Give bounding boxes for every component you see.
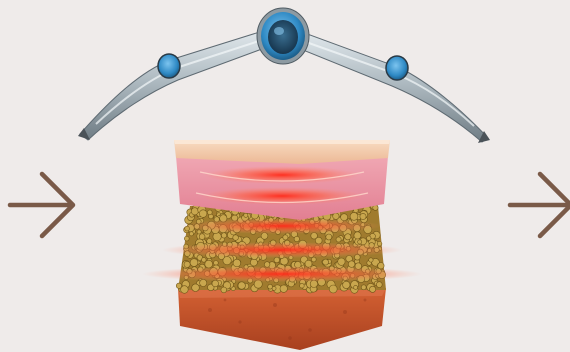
fat-cell: [370, 286, 376, 292]
applicator-device: [78, 8, 490, 143]
fat-cell: [189, 232, 193, 236]
arrow-right-icon: [510, 174, 570, 236]
fat-cell: [369, 258, 373, 262]
fat-cell: [221, 233, 226, 238]
fat-cell: [283, 235, 288, 240]
fat-cell: [233, 235, 239, 241]
fat-cell: [294, 236, 299, 241]
fat-cell: [238, 282, 245, 289]
fat-cell: [192, 284, 200, 292]
fat-cell: [329, 285, 337, 293]
fat-cell: [233, 259, 241, 267]
fat-cell: [338, 258, 345, 265]
fat-cell: [360, 213, 366, 219]
fat-cell: [311, 257, 316, 262]
fat-cell: [354, 232, 361, 239]
muscle-layer: [178, 288, 386, 350]
fat-cell: [212, 280, 219, 287]
fat-cell: [300, 283, 305, 288]
fat-cell: [333, 213, 339, 219]
fat-cell: [280, 285, 287, 292]
fat-cell: [367, 236, 371, 240]
fat-cell: [354, 285, 358, 289]
fat-cell: [326, 234, 332, 240]
fat-cell: [207, 210, 212, 215]
fat-cell: [378, 263, 384, 269]
fat-cell: [376, 282, 382, 288]
fat-cell: [348, 261, 355, 268]
fat-cell: [191, 208, 198, 215]
fat-cell: [350, 213, 358, 221]
fat-cell: [250, 259, 257, 266]
fat-cell: [214, 261, 219, 266]
fat-cell: [207, 239, 212, 244]
fat-cell: [268, 284, 273, 289]
fat-cell: [323, 259, 329, 265]
fat-cell: [274, 257, 280, 263]
fat-cell: [358, 240, 362, 244]
fat-cell: [199, 210, 207, 218]
fat-cell: [181, 286, 189, 294]
fat-cell: [343, 281, 350, 288]
fat-cell: [336, 237, 341, 242]
fat-cell: [361, 285, 366, 290]
fat-cell: [184, 261, 190, 267]
fat-cell: [199, 234, 205, 240]
fat-cell: [205, 260, 213, 268]
fat-cell: [202, 258, 207, 263]
fat-cell: [272, 286, 276, 290]
fat-cell: [221, 287, 227, 293]
arrow-right-icon: [10, 174, 73, 236]
fat-cell: [244, 213, 248, 217]
fat-cell: [184, 236, 189, 241]
fat-cell: [345, 234, 351, 240]
fat-cell: [190, 259, 198, 267]
